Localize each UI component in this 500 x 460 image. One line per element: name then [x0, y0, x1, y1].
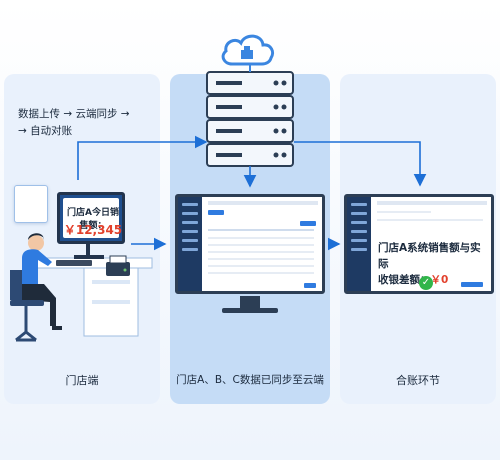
reconcile-result-line2: 收银差额：￥0: [378, 272, 490, 288]
caption-reconciliation: 合账环节: [396, 374, 440, 387]
flow-note-line2: → 自动对账: [18, 125, 73, 137]
difference-label: 收银差额：: [378, 274, 431, 286]
reconcile-result-line1: 门店A系统销售额与实际: [378, 242, 481, 270]
printer-icon: [106, 255, 130, 276]
check-icon: ✓: [419, 276, 433, 290]
dashboard-filter-button: [208, 210, 224, 215]
store-info-card: [14, 185, 48, 223]
reconcile-result: 门店A系统销售额与实际 收银差额：￥0: [378, 240, 490, 288]
cloud-icon: [221, 34, 275, 66]
reconcile-sidebar: [347, 197, 371, 291]
server-icon: [206, 64, 294, 167]
store-desk: [29, 244, 153, 337]
dashboard-sidebar: [178, 197, 202, 291]
caption-cloud-sync: 门店A、B、C数据已同步至云端: [176, 374, 324, 386]
user-icon: [10, 233, 62, 342]
dashboard-action-button: [300, 221, 316, 226]
flow-note-line1: 数据上传 → 云端同步 →: [18, 108, 130, 120]
sync-to-reconcile-arrow: [294, 141, 427, 187]
reconcile-confirm-button: [461, 282, 483, 287]
dashboard-page-button: [304, 283, 316, 288]
store-sales-amount: ￥12,345: [63, 223, 123, 237]
flow-note: 数据上传 → 云端同步 → → 自动对账: [18, 106, 164, 140]
difference-value: ￥0: [430, 274, 449, 286]
store-sales-label: 门店A今日销售额：: [67, 208, 119, 231]
store-monitor: [57, 192, 125, 244]
cloud-dashboard-screen: [175, 194, 325, 294]
upload-arrow: [77, 135, 208, 180]
caption-store: 门店端: [65, 374, 99, 387]
reconcile-screen: [344, 194, 494, 294]
